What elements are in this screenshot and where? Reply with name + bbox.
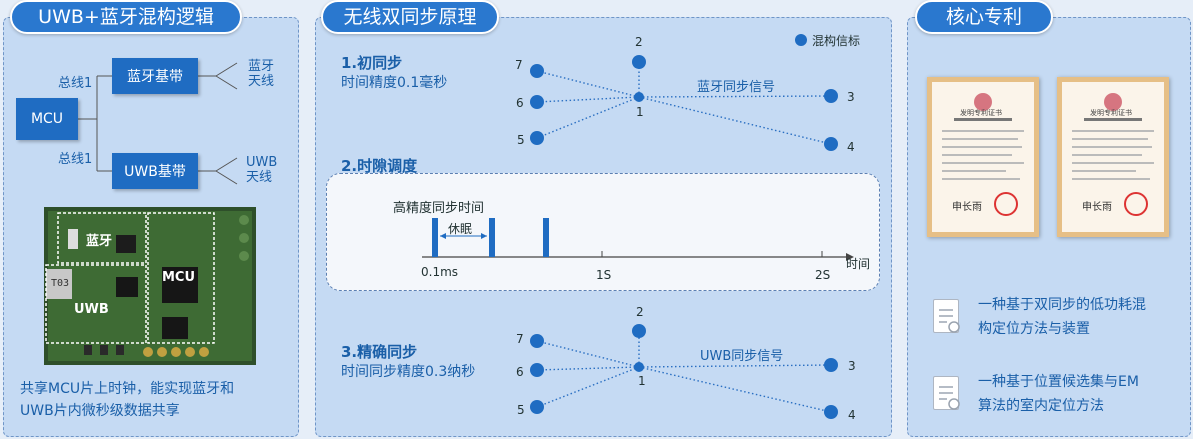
step1-title: 1.初同步 xyxy=(341,54,403,72)
patent-certificate-1: 申长雨 xyxy=(927,77,1039,237)
uwb-baseband-block: UWB基带 xyxy=(112,153,198,189)
logic-connectors xyxy=(78,62,238,185)
node-4-top: 4 xyxy=(847,140,855,154)
bt-antenna-label: 蓝牙天线 xyxy=(248,59,275,89)
svg-text:申长雨: 申长雨 xyxy=(1082,200,1112,213)
time-slot-box xyxy=(326,173,880,291)
step3-subtitle: 时间同步精度0.3纳秒 xyxy=(341,364,476,380)
svg-text:申长雨: 申长雨 xyxy=(952,200,982,213)
node-6-top: 6 xyxy=(516,96,524,110)
node-5-bottom: 5 xyxy=(517,403,525,417)
node-2-bottom: 2 xyxy=(636,305,644,319)
patent-tab: 核心专利 xyxy=(915,0,1053,34)
step2-title: 2.时隙调度 xyxy=(341,157,418,175)
node-3-bottom: 3 xyxy=(848,359,856,373)
certificate-2-title: 发明专利证书 xyxy=(1090,109,1132,117)
node-6-bottom: 6 xyxy=(516,365,524,379)
bt-sync-signal-label: 蓝牙同步信号 xyxy=(697,80,776,95)
node-4-bottom: 4 xyxy=(848,408,856,422)
logic-tab: UWB+蓝牙混构逻辑 xyxy=(10,0,242,34)
uwb-sync-star xyxy=(530,324,838,419)
hp-sync-label: 高精度同步时间 xyxy=(393,201,485,216)
node-3-top: 3 xyxy=(847,90,855,104)
legend-label: 混构信标 xyxy=(812,34,861,48)
pcb-label-uwb: UWB xyxy=(74,302,109,317)
document-icon-lines xyxy=(939,386,960,410)
bus-label-top: 总线1 xyxy=(58,76,93,91)
node-7-top: 7 xyxy=(515,58,523,72)
pcb-board-image xyxy=(44,207,256,365)
tick-1s: 1S xyxy=(596,268,612,282)
mcu-block: MCU xyxy=(16,98,78,140)
tick-2s: 2S xyxy=(815,268,831,282)
certificate-1-title: 发明专利证书 xyxy=(960,109,1002,117)
pcb-label-bt: 蓝牙 xyxy=(86,234,113,249)
node-7-bottom: 7 xyxy=(516,332,524,346)
tick-0-1ms: 0.1ms xyxy=(421,265,459,279)
bt-baseband-block: 蓝牙基带 xyxy=(112,58,198,94)
node-5-top: 5 xyxy=(517,133,525,147)
step3-title: 3.精确同步 xyxy=(341,343,418,361)
node-1-top: 1 xyxy=(636,105,644,119)
time-slot-axis xyxy=(422,218,854,261)
uwb-sync-signal-label: UWB同步信号 xyxy=(700,349,784,364)
pcb-chip-label: T03 xyxy=(51,278,70,289)
pcb-label-mcu: MCU xyxy=(162,270,196,285)
time-axis-label: 时间 xyxy=(846,257,871,271)
certificate-2-art: 申长雨 xyxy=(1072,93,1154,216)
patent-certificate-2: 申长雨 xyxy=(1057,77,1169,237)
node-2-top: 2 xyxy=(635,35,643,49)
certificate-1-art: 申长雨 xyxy=(942,93,1024,216)
node-1-bottom: 1 xyxy=(638,374,646,388)
sync-tab: 无线双同步原理 xyxy=(321,0,499,34)
sleep-label: 休眠 xyxy=(448,222,473,236)
bt-sync-star xyxy=(530,55,838,151)
bus-label-bottom: 总线1 xyxy=(58,152,93,167)
patent-1-text: 一种基于双同步的低功耗混构定位方法与装置 xyxy=(978,297,1146,337)
document-icon-lines xyxy=(939,309,960,333)
step1-subtitle: 时间精度0.1毫秒 xyxy=(341,75,448,91)
legend-dot xyxy=(795,34,807,46)
